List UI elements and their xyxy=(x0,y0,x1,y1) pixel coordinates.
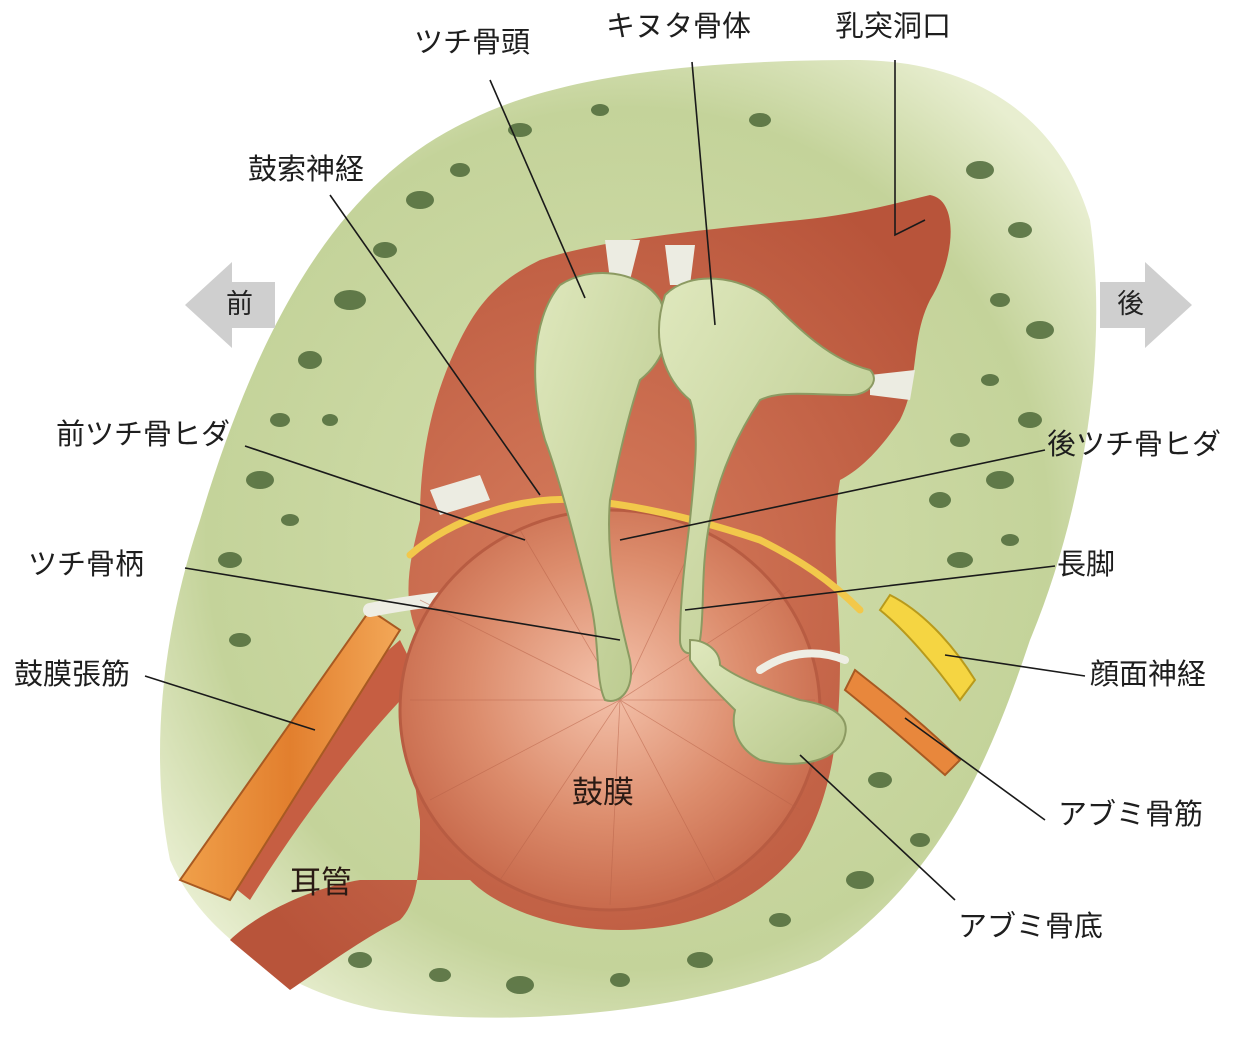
label-tympanic-membrane: 鼓膜 xyxy=(572,778,634,809)
label-malleus-head: ツチ骨頭 xyxy=(414,28,530,57)
label-chorda-tympani: 鼓索神経 xyxy=(248,155,364,184)
label-manubrium: ツチ骨柄 xyxy=(28,550,144,579)
direction-anterior-label: 前 xyxy=(226,291,253,318)
posterior-arrow-icon xyxy=(1100,262,1192,348)
direction-posterior-label: 後 xyxy=(1117,291,1144,318)
label-ear-canal: 耳管 xyxy=(290,868,352,899)
label-incus-body: キヌタ骨体 xyxy=(606,12,751,41)
label-mastoid-antrum: 乳突洞口 xyxy=(835,12,951,41)
label-stapes-footplate: アブミ骨底 xyxy=(958,912,1103,941)
label-posterior-malleolar-fold: 後ツチ骨ヒダ xyxy=(1047,430,1221,459)
label-anterior-malleolar-fold: 前ツチ骨ヒダ xyxy=(56,420,230,449)
label-facial-nerve: 顔面神経 xyxy=(1090,660,1206,689)
label-tensor-tympani: 鼓膜張筋 xyxy=(14,660,130,689)
label-stapedius: アブミ骨筋 xyxy=(1058,800,1203,829)
label-long-process: 長脚 xyxy=(1057,550,1115,579)
